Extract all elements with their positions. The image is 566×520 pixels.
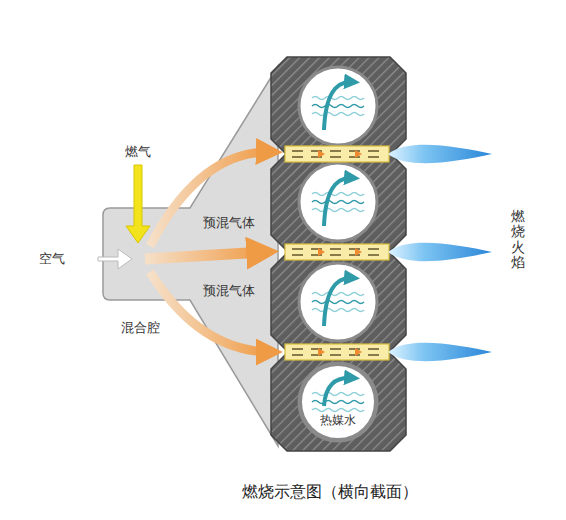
flame [388, 343, 492, 361]
water-wave [312, 301, 364, 304]
burner-strip [285, 244, 389, 260]
burner-port [368, 354, 379, 355]
hatched-segment [271, 253, 406, 351]
hatched-segment [271, 153, 406, 251]
flow-mark [355, 150, 362, 158]
mixing-chamber [103, 66, 278, 446]
burner-port [292, 354, 303, 355]
burner-port [330, 354, 341, 355]
premix-arrow [145, 252, 266, 259]
flow-mark [318, 348, 325, 356]
burner-port [330, 348, 341, 349]
water-wave [312, 409, 364, 412]
burner-port [349, 150, 360, 151]
flame [388, 145, 492, 163]
burner-port [349, 348, 360, 349]
water-wave [312, 105, 364, 108]
water-tube-node: 热媒水 [299, 363, 377, 441]
hatched-segment [271, 353, 406, 451]
heat-exchanger [271, 57, 406, 451]
flow-arrow [324, 278, 352, 326]
water-wave [312, 401, 364, 404]
water-tube [299, 263, 377, 341]
flow-mark [318, 150, 325, 158]
caption: 燃烧示意图（横向截面） [242, 482, 418, 501]
burner-port [292, 248, 303, 249]
tube-label: 热媒水 [320, 412, 356, 429]
flames [388, 145, 492, 361]
burner-port [330, 150, 341, 151]
burner-port [292, 150, 303, 151]
water-wave [312, 309, 364, 312]
water-wave [312, 293, 364, 296]
burner-port [368, 248, 379, 249]
burner-strip [285, 344, 389, 360]
burner-port [368, 150, 379, 151]
burner-port [368, 254, 379, 255]
water-wave [312, 97, 364, 100]
premix-arrow [150, 152, 272, 246]
water-wave [312, 393, 364, 396]
water-wave [312, 193, 364, 196]
water-wave [312, 201, 364, 204]
burner-port [292, 348, 303, 349]
burner-port [349, 248, 360, 249]
burner-strip [285, 146, 389, 162]
water-tube [299, 67, 377, 145]
flow-arrow [324, 82, 352, 130]
water-tube [299, 163, 377, 241]
vertical-label: 燃烧火焰 [511, 209, 525, 271]
burner-port [368, 156, 379, 157]
burner-strips [285, 146, 389, 360]
burner-port [349, 156, 360, 157]
burner-port [292, 254, 303, 255]
burner-port [330, 156, 341, 157]
part-label: 空气 [39, 251, 65, 267]
flow-arrow [324, 378, 352, 406]
burner-port [349, 354, 360, 355]
part-label: 预混气体 [203, 283, 255, 299]
gas-arrow [126, 165, 150, 243]
premix-arrow [150, 272, 272, 352]
part-label: 混合腔 [121, 320, 160, 336]
hatched-segment [271, 57, 406, 155]
burner-port [330, 248, 341, 249]
burner-port [368, 348, 379, 349]
flame [388, 243, 492, 261]
burner-port [292, 156, 303, 157]
flow-arrow [324, 178, 352, 226]
burner-port [330, 254, 341, 255]
water-wave [312, 113, 364, 116]
flow-mark [318, 248, 325, 256]
flow-mark [355, 348, 362, 356]
part-label: 燃气 [125, 144, 151, 160]
burner-port [349, 254, 360, 255]
water-wave [312, 209, 364, 212]
air-arrow [98, 249, 132, 269]
part-label: 预混气体 [203, 215, 255, 231]
water-tube [299, 363, 377, 441]
flow-mark [355, 248, 362, 256]
